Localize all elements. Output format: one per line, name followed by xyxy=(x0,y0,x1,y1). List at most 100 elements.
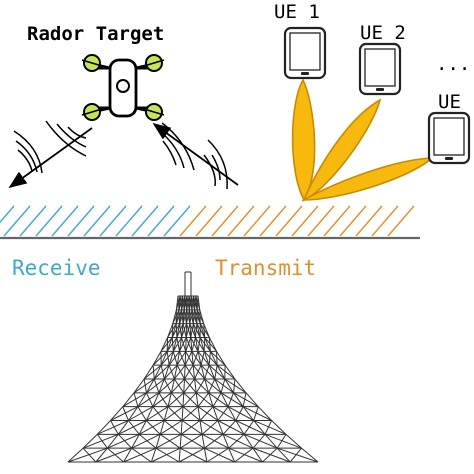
tower-brace xyxy=(216,351,218,366)
tower-brace xyxy=(167,323,177,338)
tower-strut xyxy=(150,448,157,463)
tower-strut xyxy=(243,434,254,449)
tower-brace xyxy=(174,364,186,380)
tower-strut xyxy=(253,420,266,435)
tower-strut xyxy=(182,392,185,407)
tower-brace xyxy=(178,295,183,310)
tower-brace xyxy=(67,447,108,463)
transmit-hatch xyxy=(211,205,239,237)
tower-brace xyxy=(159,433,181,449)
phone-icon xyxy=(427,111,471,165)
tower-brace xyxy=(133,378,155,394)
ue1-label: UE 1 xyxy=(274,1,320,23)
tower-brace xyxy=(159,420,183,435)
tower-strut xyxy=(122,392,135,407)
tower-strut xyxy=(128,406,139,421)
tower-brace xyxy=(163,420,182,435)
tower-brace xyxy=(163,364,178,380)
tower-brace xyxy=(175,323,178,338)
tower-brace xyxy=(243,433,278,449)
tower-brace xyxy=(138,433,157,449)
tower-brace xyxy=(158,378,175,394)
tower-brace xyxy=(204,378,222,394)
tower-brace xyxy=(168,351,180,366)
tower-brace xyxy=(201,433,229,449)
tower-strut xyxy=(220,392,229,407)
tower-brace xyxy=(204,433,224,449)
tower-strut xyxy=(195,392,199,407)
tower-strut xyxy=(143,364,154,380)
tower-strut xyxy=(285,433,302,449)
tower-brace xyxy=(179,351,186,366)
tower-brace xyxy=(192,351,199,366)
tower-brace xyxy=(163,406,184,421)
transmit-hatch xyxy=(259,205,287,237)
tower-brace xyxy=(176,351,187,366)
receive-hatch xyxy=(19,205,47,237)
tower-brace xyxy=(143,378,147,393)
tower-strut xyxy=(234,378,247,394)
tower-strut xyxy=(181,323,184,338)
tower-strut xyxy=(82,433,98,449)
transmit-hatch xyxy=(323,205,351,237)
tower-brace xyxy=(252,447,291,463)
tower-brace xyxy=(107,433,140,449)
tower-strut xyxy=(168,351,174,366)
tower-strut xyxy=(160,351,168,366)
tower-brace xyxy=(186,295,190,310)
tower-brace xyxy=(183,392,199,408)
tower-brace xyxy=(128,406,154,421)
tower-brace xyxy=(252,434,266,449)
tower-brace xyxy=(163,378,172,394)
tower-strut xyxy=(159,420,165,435)
tower-strut xyxy=(110,406,124,421)
tower-brace xyxy=(128,420,140,435)
tower-brace xyxy=(179,433,203,449)
tower-strut xyxy=(152,351,162,366)
tower-brace xyxy=(242,406,272,421)
tower-brace xyxy=(277,447,319,463)
tower-strut xyxy=(224,378,234,394)
tower-brace xyxy=(180,433,205,449)
tower-strut xyxy=(199,420,203,435)
tower-brace xyxy=(137,406,147,421)
tower-strut xyxy=(194,337,199,352)
tower-brace xyxy=(166,337,178,352)
drone-icon xyxy=(81,54,165,121)
tower-brace xyxy=(131,433,161,449)
tower-brace xyxy=(217,406,229,421)
tower-strut xyxy=(216,364,226,380)
tower-strut xyxy=(235,420,245,435)
tower-strut xyxy=(153,364,162,380)
receive-hatch xyxy=(147,205,175,237)
tower-strut xyxy=(180,420,183,435)
tower-brace xyxy=(185,351,194,366)
tower-brace xyxy=(181,295,186,310)
transmit-hatch xyxy=(195,205,223,237)
tower-brace xyxy=(214,378,234,394)
tower-brace xyxy=(197,406,219,421)
tower-brace xyxy=(208,378,216,394)
tower-brace xyxy=(276,434,287,449)
tower-brace xyxy=(155,447,180,463)
tower-strut xyxy=(203,448,208,463)
tower-brace xyxy=(182,323,187,338)
tower-strut xyxy=(192,323,196,338)
tower-strut xyxy=(252,447,263,463)
tower-brace xyxy=(175,309,183,324)
tower-brace xyxy=(152,365,155,380)
receive-hatch xyxy=(99,205,127,237)
tower-brace xyxy=(191,337,196,352)
tower-strut xyxy=(191,351,194,366)
tower-brace xyxy=(208,337,211,352)
receive-hatch xyxy=(51,205,79,237)
transmit-hatch xyxy=(291,205,319,237)
tower-strut xyxy=(197,406,201,421)
tower-strut xyxy=(271,420,287,435)
tower-strut xyxy=(208,337,217,352)
tower-brace xyxy=(220,378,226,393)
tower-brace xyxy=(166,351,170,366)
tower-strut xyxy=(172,337,178,352)
tower-brace xyxy=(203,323,206,338)
tower-strut xyxy=(163,365,170,380)
